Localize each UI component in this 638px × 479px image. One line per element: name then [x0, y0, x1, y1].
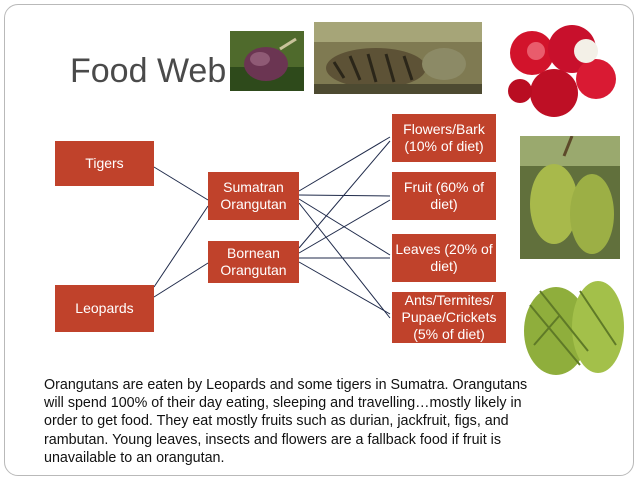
node-tigers: Tigers: [55, 141, 154, 186]
slide-frame: [4, 4, 634, 476]
link-bornean-ants: [298, 261, 391, 315]
node-flowers-bark: Flowers/Bark (10% of diet): [392, 114, 496, 162]
durian-photo: [520, 275, 626, 379]
fig-photo: [230, 31, 304, 91]
node-sumatran-orangutan: Sumatran Orangutan: [208, 172, 299, 220]
node-fruit: Fruit (60% of diet): [392, 172, 496, 220]
node-ants-termites: Ants/Termites/ Pupae/Crickets (5% of die…: [392, 292, 506, 343]
link-sumatran-fruit: [298, 194, 391, 197]
link-leopards-bornean: [153, 262, 209, 298]
slide-caption: Orangutans are eaten by Leopards and som…: [44, 377, 528, 466]
node-bornean-orangutan: Bornean Orangutan: [208, 241, 299, 283]
tiger-photo: [314, 22, 482, 94]
link-bornean-flowers: [298, 140, 391, 249]
link-sumatran-flowers: [298, 136, 391, 192]
link-bornean-fruit: [298, 199, 391, 254]
slide-title: Food Web: [70, 52, 227, 90]
node-leopards: Leopards: [55, 285, 154, 332]
link-tigers-sumatran: [153, 166, 209, 201]
jackfruit-photo: [520, 136, 620, 259]
node-leaves: Leaves (20% of diet): [392, 234, 496, 282]
link-leopards-sumatran: [153, 205, 209, 288]
rambutan-photo: [506, 21, 619, 123]
link-sumatran-ants: [298, 202, 391, 319]
